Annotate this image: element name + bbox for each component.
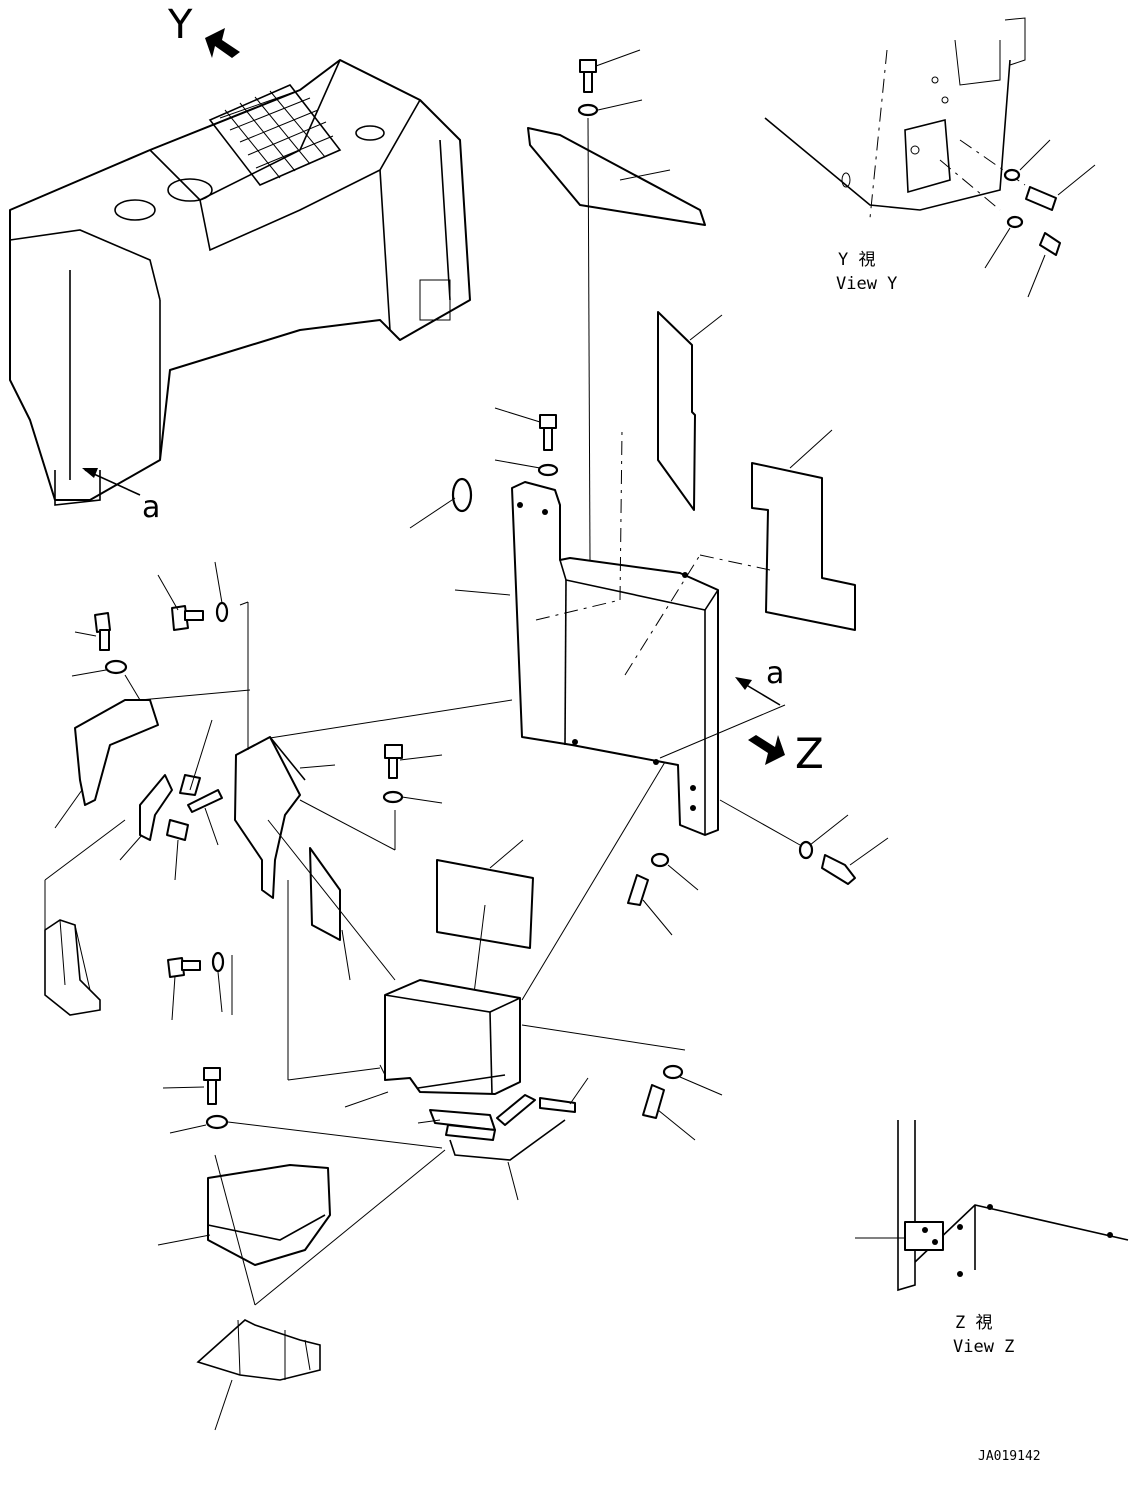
top-leader bbox=[587, 117, 591, 561]
view-z-arrow bbox=[748, 735, 785, 765]
view-a-marker-top: a bbox=[142, 490, 160, 525]
view-y-marker: Y bbox=[167, 2, 193, 48]
inner-cover bbox=[234, 601, 513, 899]
view-z-marker: Z bbox=[795, 729, 824, 778]
left-frame-stub bbox=[44, 819, 126, 1016]
view-a-arrow-mid bbox=[659, 677, 786, 759]
right-bolt bbox=[719, 799, 889, 885]
view-y-label-jp: Y 視 bbox=[838, 250, 875, 270]
lower-right-bolt bbox=[627, 852, 699, 936]
machine-frame bbox=[9, 59, 471, 506]
view-a-marker-mid: a bbox=[766, 656, 784, 691]
lower-bolt bbox=[162, 1067, 443, 1149]
view-y-arrow bbox=[205, 28, 240, 58]
grille bbox=[208, 84, 342, 186]
top-bolt bbox=[577, 49, 643, 117]
insulation-sheet-1 bbox=[657, 311, 723, 511]
mid-bolt bbox=[494, 407, 559, 477]
lower-right-small-bolt bbox=[642, 1064, 723, 1141]
view-a-arrow-top bbox=[82, 468, 141, 496]
main-side-cover bbox=[454, 429, 771, 836]
insulation-sheet-2 bbox=[751, 429, 856, 631]
mid-left-bolts bbox=[167, 880, 381, 1081]
view-z-detail bbox=[855, 1120, 1129, 1292]
lower-cover bbox=[157, 1149, 446, 1306]
left-bracket bbox=[54, 674, 251, 829]
view-y-label-en: View Y bbox=[836, 274, 897, 294]
upper-left-bolts bbox=[71, 561, 229, 677]
tray-box bbox=[344, 761, 686, 1108]
view-z-label-jp: Z 視 bbox=[955, 1313, 992, 1333]
view-y-detail bbox=[764, 17, 1096, 298]
plate-sheet bbox=[436, 839, 534, 1043]
drawing-number: JA019142 bbox=[978, 1449, 1041, 1464]
small-sheet bbox=[267, 819, 396, 981]
view-z-label-en: View Z bbox=[953, 1337, 1014, 1357]
lower-frame-stub bbox=[196, 1319, 321, 1431]
rubber-strips-left bbox=[119, 719, 223, 881]
rubber-strips-lower bbox=[417, 1077, 589, 1201]
top-plate bbox=[527, 127, 706, 226]
center-bolt bbox=[382, 744, 443, 804]
cap-plug bbox=[409, 477, 473, 529]
